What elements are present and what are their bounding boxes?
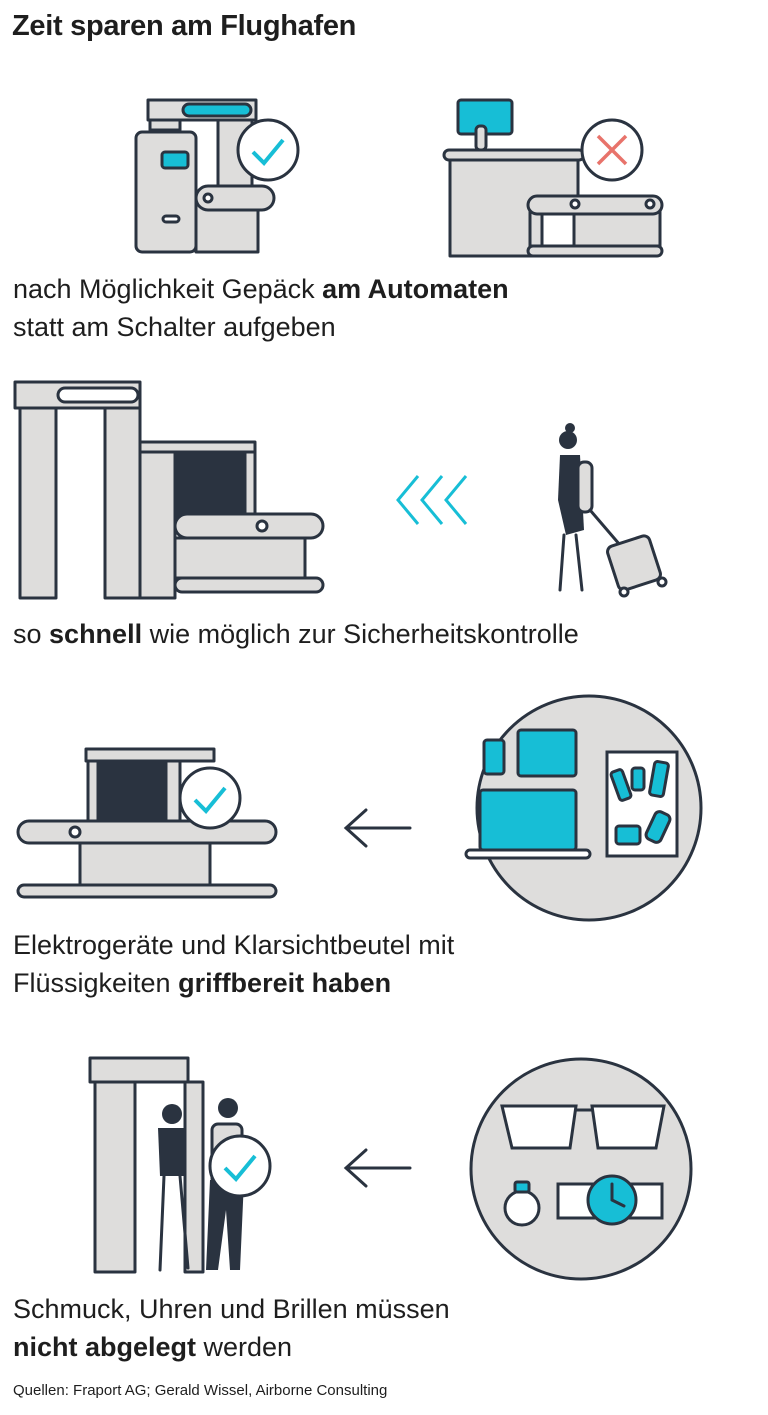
caption-text: Flüssigkeiten [13,968,179,998]
caption-bag-drop: nach Möglichkeit Gepäck am Automaten sta… [13,270,509,346]
caption-electronics-ready: Elektrogeräte und Klarsichtbeutel mit Fl… [13,926,454,1002]
source-note: Quellen: Fraport AG; Gerald Wissel, Airb… [13,1382,388,1399]
chevrons-left-icon [396,475,468,525]
caption-text: so [13,619,50,649]
caption-emphasis: schnell [49,619,143,649]
caption-text: werden [196,1332,293,1362]
xray-machine-illustration [16,747,278,899]
caption-emphasis: am Automaten [322,274,509,304]
security-scanner-illustration [13,380,325,600]
cross-icon [580,118,644,182]
caption-security-fast: so schnell wie möglich zur Sicherheitsko… [13,615,579,653]
arrow-left-icon [343,1148,412,1188]
jewelry-watch-glasses-illustration [469,1057,693,1281]
caption-text: wie möglich zur Sicherheitskontrolle [142,619,579,649]
page-title: Zeit sparen am Flughafen [12,10,357,42]
bag-drop-kiosk-illustration [134,98,276,254]
checkmark-icon [208,1134,272,1198]
caption-jewelry: Schmuck, Uhren und Brillen müssen nicht … [13,1290,450,1366]
checkmark-icon [236,118,300,182]
caption-text: nach Möglichkeit Gepäck [13,274,323,304]
traveler-with-suitcase-illustration [558,423,668,598]
caption-text: Elektrogeräte und Klarsichtbeutel mit [13,930,455,960]
electronics-and-liquids-illustration [464,694,703,922]
checkmark-icon [178,766,242,830]
metal-detector-gate-illustration [88,1056,205,1274]
caption-text: statt am Schalter aufgeben [13,312,336,342]
caption-emphasis: griffbereit haben [178,968,392,998]
check-in-counter-illustration [442,98,664,258]
arrow-left-icon [343,808,412,848]
caption-text: Schmuck, Uhren und Brillen müssen [13,1294,450,1324]
caption-emphasis: nicht abgelegt [13,1332,197,1362]
